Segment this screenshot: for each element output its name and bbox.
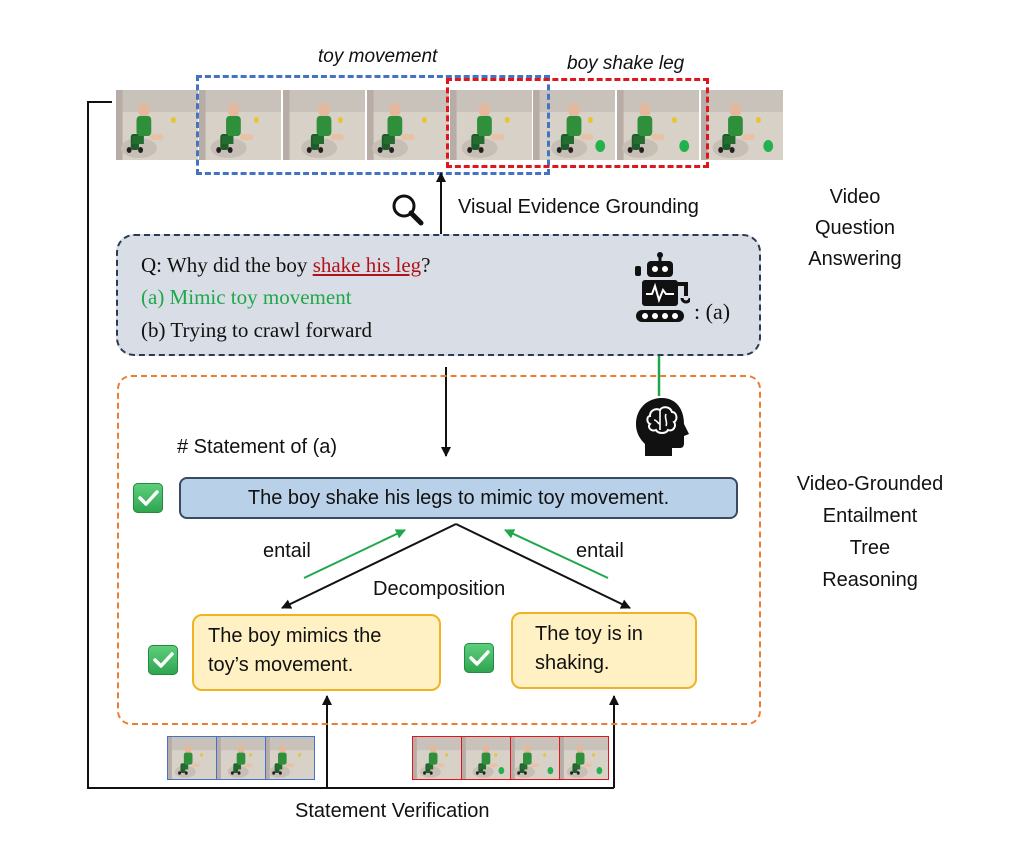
tree-label-line3: Tree [849,537,891,559]
toy-movement-segment [196,75,550,175]
entail-left-label: entail [263,540,311,562]
brain-head-icon [636,398,689,456]
answer-text: : (a) [694,299,731,324]
tree-reasoning-label: Video-Grounded Entailment Tree Reasoning [770,468,970,596]
visual-evidence-grounding-label: Visual Evidence Grounding [458,196,699,218]
evidence-thumbnail-red [412,736,462,780]
boy-shake-leg-label: boy shake leg [567,53,685,74]
evidence-thumbnail-red [461,736,511,780]
evidence-thumbnail-blue [265,736,315,780]
toy-movement-label: toy movement [318,46,438,67]
option-a: (a) Mimic toy movement [141,285,352,309]
video-frame [450,90,532,160]
evidence-thumbnail-blue [216,736,266,780]
vqa-label-line3: Answering [808,248,902,270]
robot-icon [635,252,690,322]
evidence-thumbnail-red [510,736,560,780]
video-frame [283,90,365,160]
question-text: Q: Why did the boy shake his leg? [141,253,431,278]
evidence-thumbnail-blue [167,736,217,780]
video-frame [116,90,198,160]
question-suffix: ? [421,253,431,277]
vqa-label-line2: Question [814,217,896,239]
video-frame [367,90,449,160]
check-icon [148,645,178,675]
video-frame [533,90,615,160]
child-statement-left: The boy mimics the toy’s movement. [192,614,441,691]
option-b: (b) Trying to crawl forward [141,318,372,342]
boy-shake-leg-segment [446,78,709,168]
magnifier-icon [392,194,424,226]
entailment-tree-region [117,375,761,725]
decomposition-label: Decomposition [373,578,506,600]
video-frame [701,90,783,160]
child-statement-right: The toy is in shaking. [511,612,697,689]
question-highlight: shake his leg [312,253,422,277]
check-icon [133,483,163,513]
tree-label-line2: Entailment [822,505,918,527]
question-prefix: Q: Why did the boy [141,253,313,277]
evidence-thumbnail-red [559,736,609,780]
tree-label-line1: Video-Grounded [796,473,944,495]
check-icon [464,643,494,673]
root-statement: The boy shake his legs to mimic toy move… [179,477,738,519]
video-frame [617,90,699,160]
vqa-label-line1: Video [829,186,881,208]
entail-right-label: entail [576,540,624,562]
statement-verification-label: Statement Verification [295,800,490,822]
statement-header: # Statement of (a) [177,436,338,458]
tree-label-line4: Reasoning [822,569,918,591]
vqa-label: Video Question Answering [800,182,910,275]
video-frame [199,90,281,160]
